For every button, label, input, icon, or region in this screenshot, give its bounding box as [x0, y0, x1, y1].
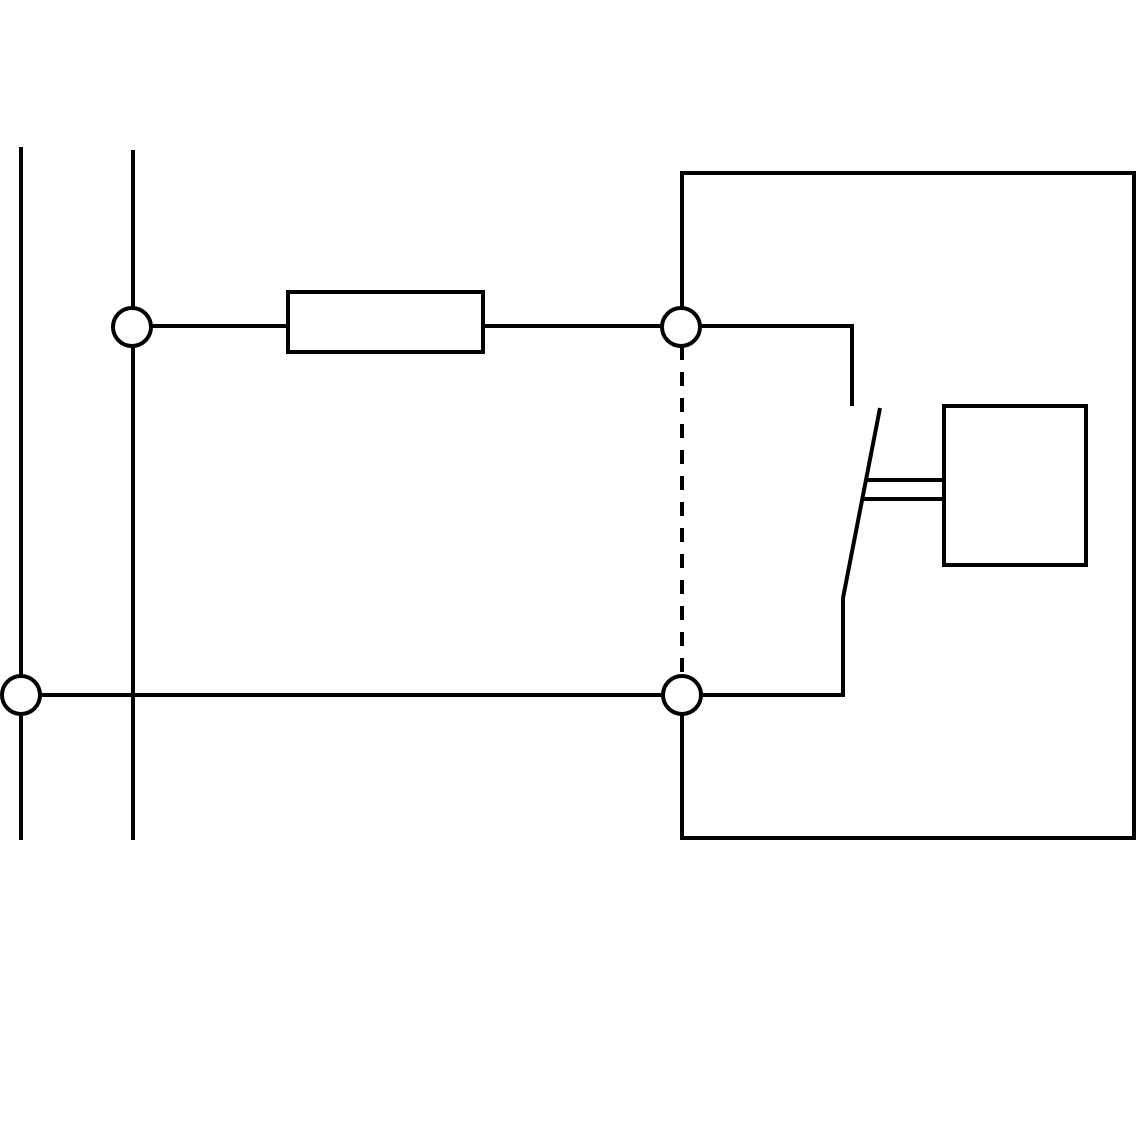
switch-blade: [841, 407, 882, 599]
terminal-node-top-left: [111, 306, 153, 348]
actuator-box: [942, 404, 1088, 567]
terminal-node-bottom-right: [661, 674, 703, 716]
terminal-node-top-right: [660, 306, 702, 348]
switch-upper-lead: [700, 324, 854, 406]
switch-lower-lead: [700, 598, 845, 697]
enclosure-outline: [680, 171, 1136, 840]
terminal-node-bottom-left: [0, 674, 42, 716]
resistor: [286, 290, 485, 354]
